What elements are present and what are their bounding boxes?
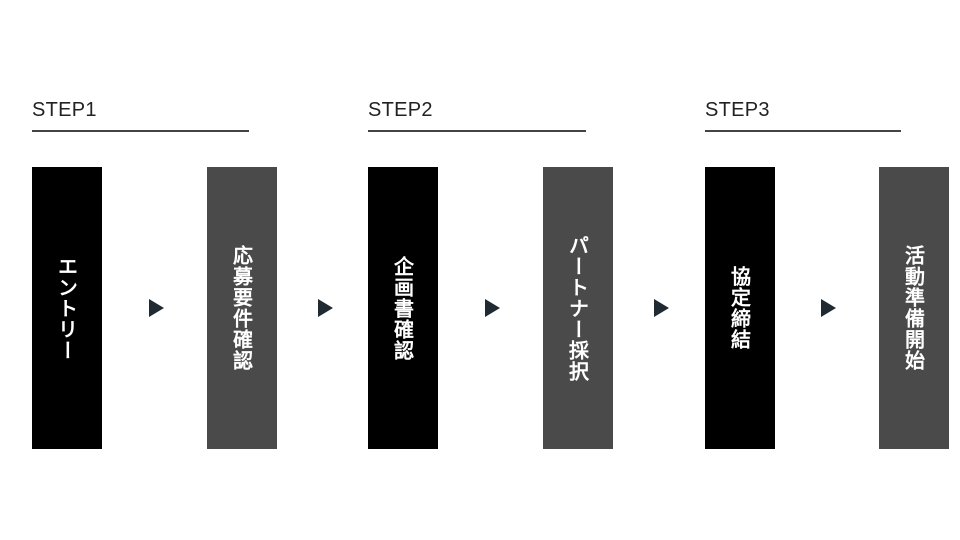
process-box-entry: エントリー (32, 167, 102, 449)
triangle-right-icon (654, 299, 669, 317)
step-label: STEP3 (705, 99, 770, 121)
step-underline (705, 130, 901, 132)
step-header-3: STEP3 (705, 98, 901, 132)
step-underline (32, 130, 249, 132)
triangle-right-icon (821, 299, 836, 317)
process-box-requirements-check: 応募要件確認 (207, 167, 277, 449)
process-box-label: 応募要件確認 (229, 245, 254, 371)
triangle-right-icon (485, 299, 500, 317)
step-label: STEP2 (368, 99, 433, 121)
process-box-agreement: 協定締結 (705, 167, 775, 449)
process-box-label: 活動準備開始 (901, 245, 926, 371)
process-box-activity-start: 活動準備開始 (879, 167, 949, 449)
step-header-2: STEP2 (368, 98, 586, 132)
process-box-label: エントリー (54, 255, 79, 361)
step-label: STEP1 (32, 99, 97, 121)
process-box-label: 企画書確認 (390, 255, 415, 361)
process-box-label: 協定締結 (727, 266, 752, 350)
step-underline (368, 130, 586, 132)
process-box-label: パートナー採択 (565, 234, 590, 382)
process-box-partner-selection: パートナー採択 (543, 167, 613, 449)
triangle-right-icon (318, 299, 333, 317)
process-box-proposal-check: 企画書確認 (368, 167, 438, 449)
step-header-1: STEP1 (32, 98, 249, 132)
triangle-right-icon (149, 299, 164, 317)
